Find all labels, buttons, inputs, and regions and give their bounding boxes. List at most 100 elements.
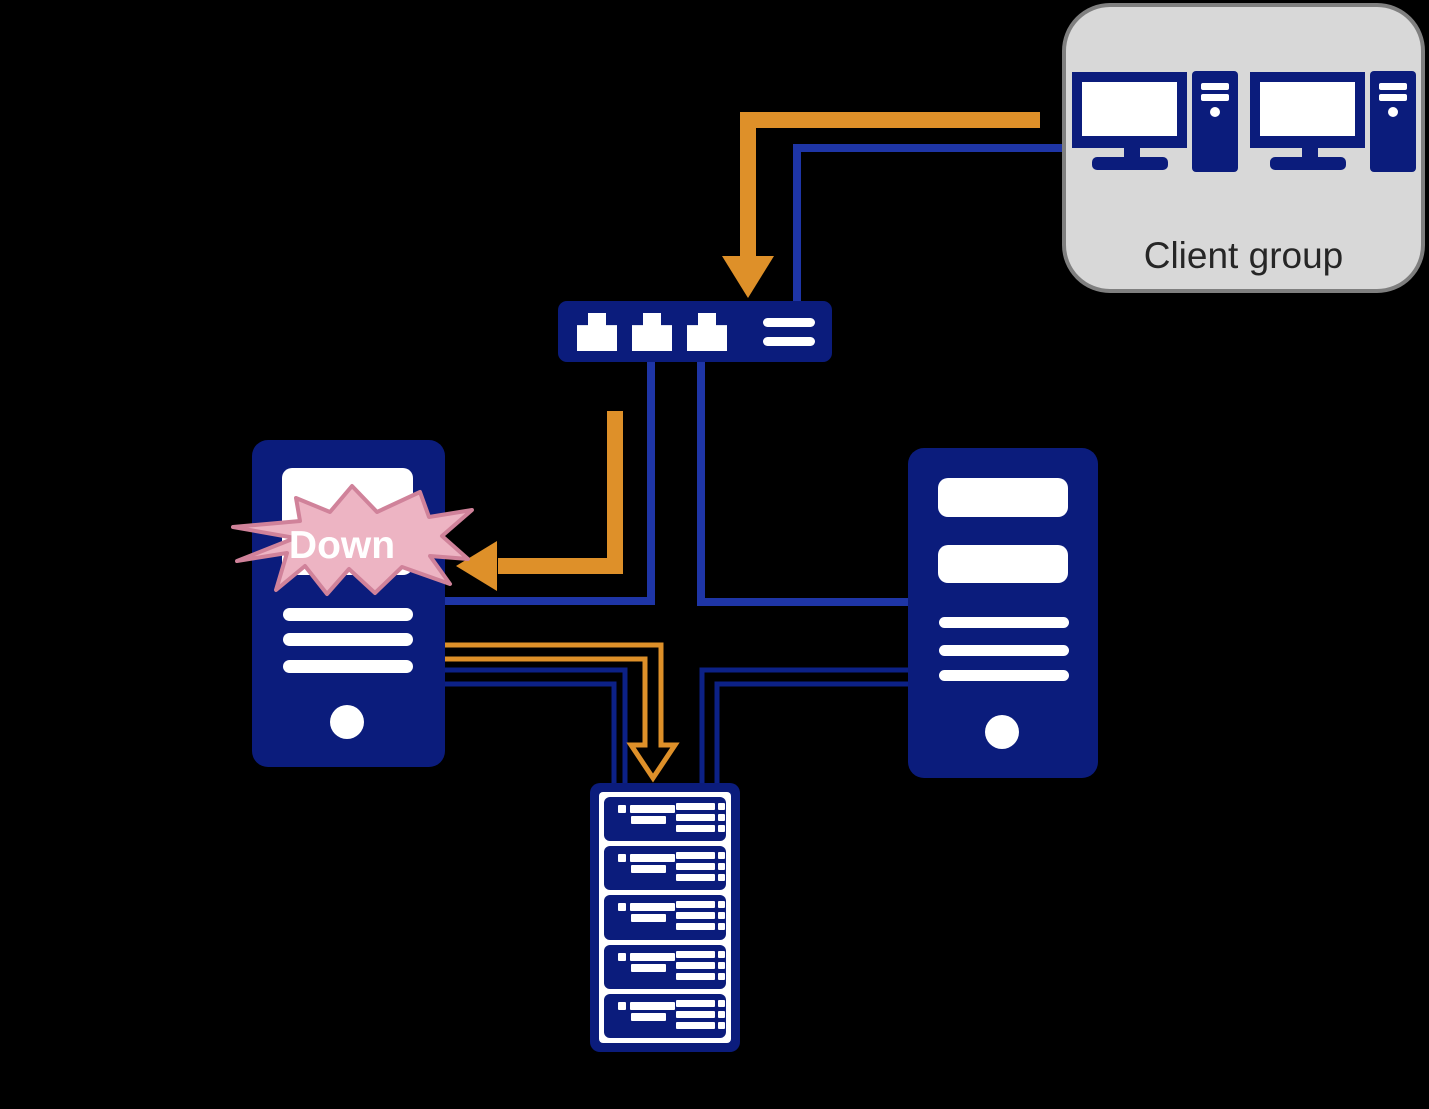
link-clientgroup-to-switch (793, 144, 1062, 301)
rack-unit-bar (630, 903, 675, 912)
server-power-button (985, 715, 1019, 749)
rack-unit-vent (676, 874, 715, 882)
rack-unit (604, 797, 726, 842)
rack-unit (604, 993, 726, 1039)
link-left-server-to-rack-2 (445, 681, 617, 783)
tower-drive-bar (1379, 83, 1407, 90)
server-vent-bar (939, 645, 1069, 656)
link-switch-to-right-server (697, 362, 908, 606)
monitor-icon (1072, 72, 1187, 148)
link-left-server-to-rack-1 (445, 667, 628, 783)
monitor-stand (1124, 145, 1140, 159)
monitor-icon (1250, 72, 1365, 148)
rack-unit-led (718, 874, 725, 882)
link-right-server-to-rack-2 (714, 681, 908, 783)
rack-unit-bar (631, 963, 666, 972)
server-vent-bar (283, 660, 413, 673)
client-group-box: Client group (1062, 3, 1425, 293)
rack-unit-bar (630, 805, 675, 813)
rack-unit-vent (676, 950, 715, 958)
tower-power-light (1210, 107, 1220, 117)
server-right-icon (908, 448, 1098, 778)
desktop-computer-icon (1072, 71, 1244, 177)
rack-unit-vent (676, 972, 715, 980)
rack-unit-bar (631, 865, 666, 874)
rack-unit-led (718, 901, 725, 909)
rack-unit-bar (631, 1012, 666, 1021)
rack-unit-vent (676, 912, 715, 920)
orange-arrowhead-down-icon (722, 256, 774, 298)
rack-unit-led (718, 863, 725, 871)
server-display-panel (282, 468, 413, 575)
rack-unit (604, 944, 726, 989)
rack-unit (604, 846, 726, 891)
rack-unit-vent (676, 852, 715, 860)
rack-unit-vent (676, 923, 715, 931)
rack-unit-vent (676, 803, 715, 810)
rack-unit-vent (676, 961, 715, 969)
pc-tower-icon (1370, 71, 1416, 172)
tower-drive-bar (1201, 83, 1229, 90)
rack-unit-vent (676, 1021, 715, 1029)
rack-unit-bar (631, 914, 666, 923)
rack-unit-vent (676, 814, 715, 821)
rack-unit-bar (630, 1001, 675, 1010)
desktop-computer-icon (1250, 71, 1422, 177)
tower-drive-bar (1201, 94, 1229, 101)
rack-unit-led (718, 1021, 725, 1029)
rack-unit-vent (676, 999, 715, 1007)
rack-unit-vent (676, 825, 715, 832)
server-power-button (330, 705, 364, 739)
switch-indicator-bar (763, 337, 815, 346)
ethernet-port-icon (577, 313, 617, 351)
orange-arrow-client-to-switch (740, 112, 1040, 258)
rack-unit-led (718, 814, 725, 821)
orange-arrow-switch-to-left-server (498, 411, 623, 574)
rack-unit-led (618, 854, 626, 863)
tower-power-light (1388, 107, 1398, 117)
rack-unit-led (618, 1001, 626, 1010)
rack-unit-led (718, 923, 725, 931)
tower-drive-bar (1379, 94, 1407, 101)
server-drive-slot (938, 478, 1068, 517)
rack-unit-bar (630, 854, 675, 863)
rack-unit-led (718, 950, 725, 958)
server-vent-bar (939, 617, 1069, 628)
orange-outline-arrow-left-server-to-rack (445, 642, 680, 783)
rack-unit (604, 895, 726, 940)
server-rack-icon (590, 783, 740, 1052)
switch-ports (577, 313, 727, 351)
rack-unit-led (718, 852, 725, 860)
rack-unit-led (718, 803, 725, 810)
monitor-base (1270, 157, 1346, 170)
monitor-stand (1302, 145, 1318, 159)
rack-unit-led (618, 952, 626, 961)
rack-unit-led (718, 972, 725, 980)
link-right-server-to-rack-1 (699, 667, 908, 783)
server-drive-slot (938, 545, 1068, 583)
server-left-down-icon (252, 440, 445, 767)
ethernet-port-icon (632, 313, 672, 351)
rack-unit-led (718, 825, 725, 832)
ethernet-port-icon (687, 313, 727, 351)
rack-unit-bar (631, 816, 666, 824)
rack-unit-led (718, 999, 725, 1007)
rack-unit-vent (676, 1010, 715, 1018)
monitor-base (1092, 157, 1168, 170)
link-switch-to-left-server (445, 362, 655, 605)
server-vent-bar (939, 670, 1069, 681)
server-vent-bar (283, 608, 413, 621)
rack-unit-led (718, 1010, 725, 1018)
pc-tower-icon (1192, 71, 1238, 172)
rack-unit-vent (676, 863, 715, 871)
server-vent-bar (283, 633, 413, 646)
rack-unit-led (718, 912, 725, 920)
rack-unit-led (718, 961, 725, 969)
rack-unit-led (618, 805, 626, 813)
orange-arrowhead-left-icon (456, 541, 497, 591)
rack-body (599, 792, 731, 1043)
switch-indicator-bar (763, 318, 815, 327)
rack-unit-vent (676, 901, 715, 909)
rack-unit-led (618, 903, 626, 912)
